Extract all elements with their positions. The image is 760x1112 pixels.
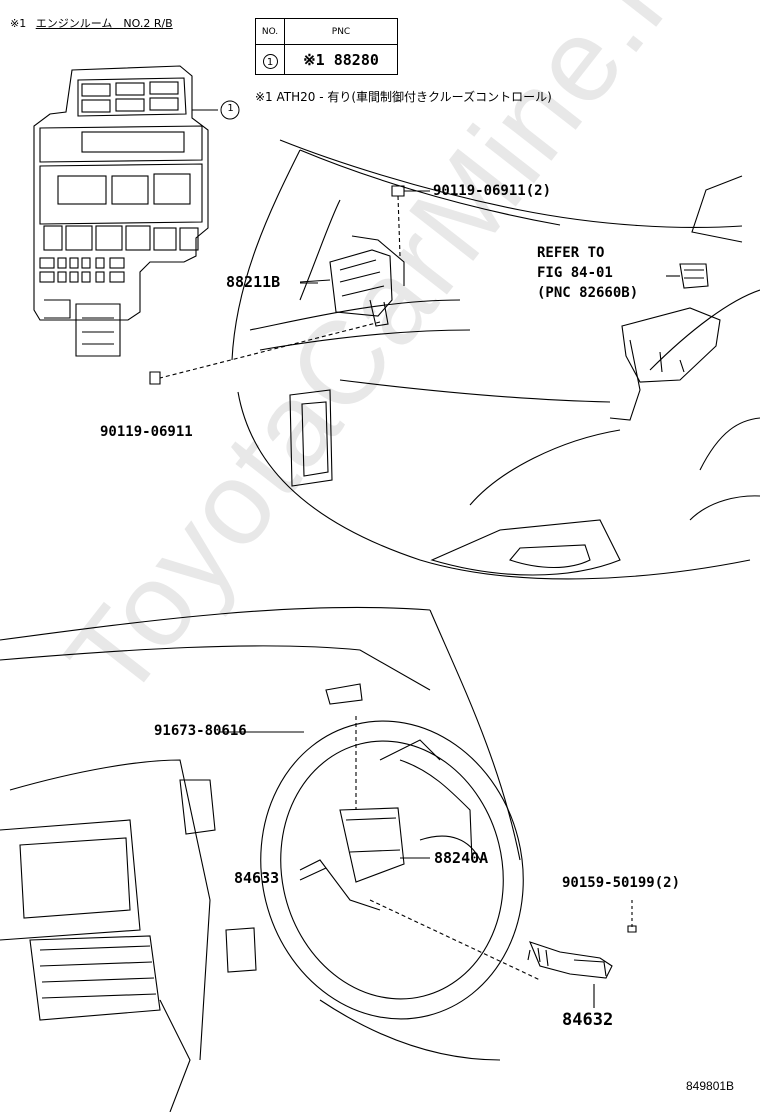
pnc-table-header-pnc: PNC xyxy=(284,18,398,45)
car-front-illustration xyxy=(231,139,760,580)
footnote: ※1 ATH20 - 有り(車間制御付きクルーズコントロール) xyxy=(255,90,552,104)
pnc-table-row-no: 1 xyxy=(255,44,285,75)
callout-harness: 84633 xyxy=(234,869,280,887)
callout-screw: 91673-80616 xyxy=(154,723,247,739)
cruise-switch-illustration xyxy=(527,900,637,1008)
header-note-text: エンジンルーム NO.2 R/B xyxy=(35,17,173,30)
header-note: ※1 エンジンルーム NO.2 R/B xyxy=(10,18,173,29)
callout-computer: 88240A xyxy=(434,849,489,867)
header-note-mark: ※1 xyxy=(10,17,27,30)
callout-switch: 84632 xyxy=(562,1010,614,1030)
callout-bolt-top: 90119-06911(2) xyxy=(433,183,552,199)
callout-bolt-left: 90119-06911 xyxy=(100,424,193,440)
reference-circle-1 xyxy=(220,100,240,120)
pnc-table-header-no: NO. xyxy=(255,18,285,45)
relay-box-illustration xyxy=(33,65,218,357)
callout-refer-line2: FIG 84-01 xyxy=(537,265,613,281)
relay-box-ref-label: 1 xyxy=(227,103,234,114)
pnc-table: NO. PNC 1 ※1 88280 xyxy=(255,18,398,75)
callout-refer-line1: REFER TO xyxy=(537,245,605,261)
callout-sensor: 88211B xyxy=(226,273,281,291)
sensor-illustration xyxy=(149,185,430,385)
leader-lines xyxy=(220,282,430,881)
callout-refer-line3: (PNC 82660B) xyxy=(537,285,639,301)
dashboard-illustration xyxy=(0,606,521,1112)
relay-unit-illustration xyxy=(609,263,721,421)
steering-wheel-illustration xyxy=(260,716,541,1020)
callout-screw-switch: 90159-50199(2) xyxy=(562,875,681,891)
pnc-table-row-pnc: ※1 88280 xyxy=(284,44,398,75)
figure-code: 849801B xyxy=(686,1079,735,1093)
